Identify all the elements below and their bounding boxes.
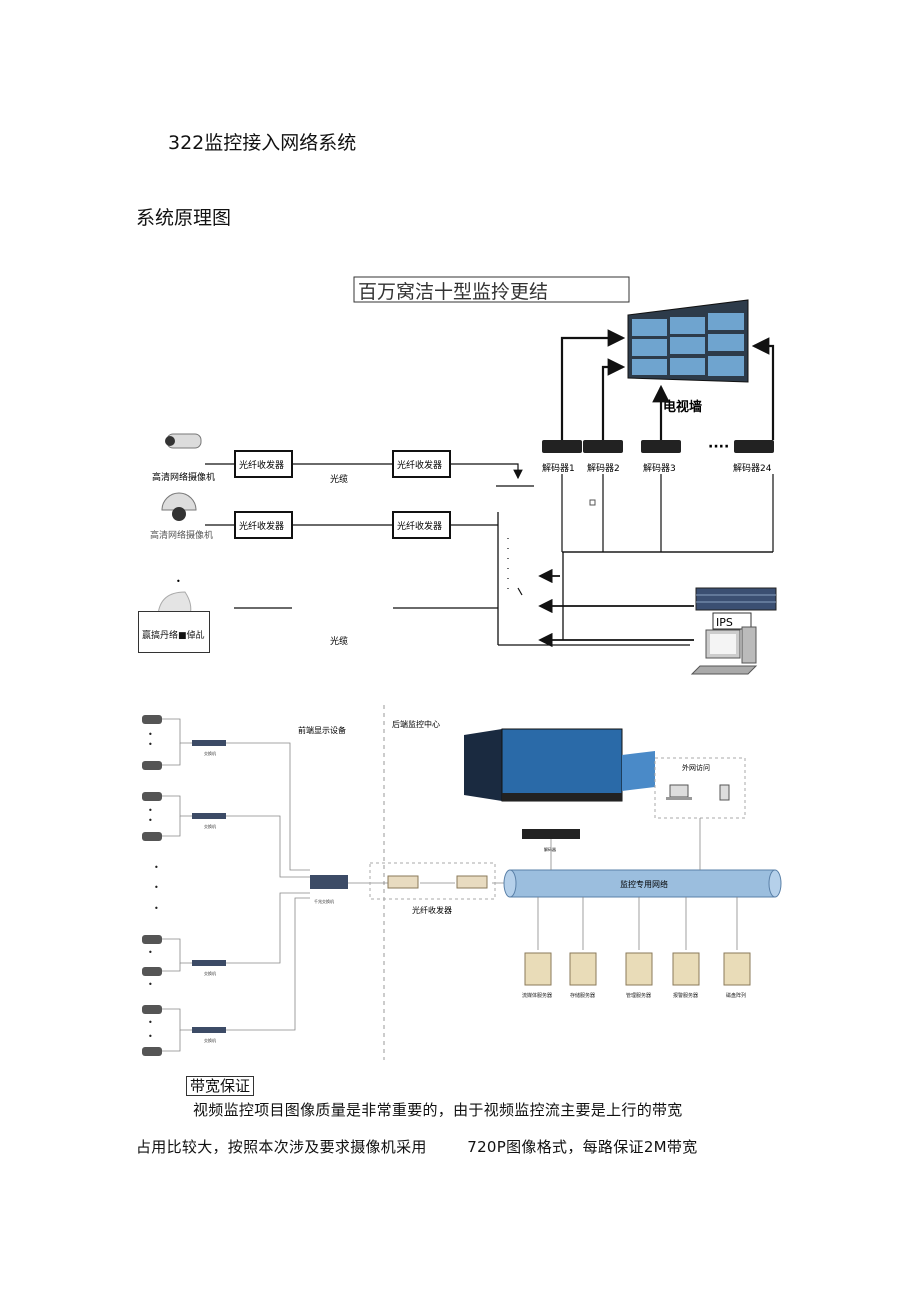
laptop-icon <box>666 784 692 800</box>
server-icon-3 <box>625 952 653 986</box>
camera-icon-2 <box>161 492 197 521</box>
decoder-2-label: 解码器2 <box>587 462 620 474</box>
back-end-label: 后端监控中心 <box>392 719 440 729</box>
svg-text:•: • <box>148 980 153 989</box>
ips-label: IPS <box>716 616 733 629</box>
transceiver-icon-2 <box>456 875 488 889</box>
svg-text:•: • <box>154 883 159 892</box>
camera-group-icons <box>142 715 162 1056</box>
svg-text:•: • <box>148 806 153 815</box>
front-end-label: 前端显示设备 <box>298 725 346 735</box>
paragraph-line-2: 占用比较大，按照本次涉及要求摄像机采用 720P图像格式，每路保证2M带宽 <box>136 1138 698 1156</box>
workstation-icon <box>690 626 758 675</box>
decoder-3-label: 解码器3 <box>643 462 676 474</box>
decoder-icons <box>542 440 774 453</box>
svg-text:交换机: 交换机 <box>204 970 216 976</box>
cable-label-2: 光缆 <box>330 635 348 647</box>
svg-text:•: • <box>148 816 153 825</box>
server-icon-2 <box>569 952 597 986</box>
core-switch-label: 千兆交换机 <box>314 898 334 904</box>
storage-server-icon <box>695 587 777 611</box>
diagram-title-box <box>353 276 630 303</box>
svg-text:•: • <box>154 863 159 872</box>
svg-text:交换机: 交换机 <box>204 823 216 829</box>
decoder-1-label: 解码器1 <box>542 462 575 474</box>
camera-1-label: 高清网络摄像机 <box>152 471 215 483</box>
subsection-title: 系统原理图 <box>136 207 232 229</box>
system-diagram-2: 前端显示设备 后端监控中心 •• •• ••• •• •• 交换机 交换机 交换… <box>130 705 790 1060</box>
svg-text:•: • <box>148 948 153 957</box>
core-switch-icon <box>310 875 348 889</box>
svg-text:•: • <box>148 1032 153 1041</box>
network-pipe <box>503 869 782 898</box>
transceiver-1b-label: 光纤收发器 <box>397 459 442 471</box>
tablet-icon <box>719 784 730 801</box>
decoder-label: 解码器 <box>544 846 556 852</box>
external-access-label: 外网访问 <box>682 763 710 772</box>
camera-3-label: 赢搞丹络■倬乩 <box>138 611 210 653</box>
section-title: 322监控接入网络系统 <box>168 132 357 154</box>
cable-label-1: 光缆 <box>330 473 348 485</box>
svg-text:报警服务器: 报警服务器 <box>673 992 698 999</box>
server-icon-1 <box>524 952 552 986</box>
diagram-title: 百万窝洁十型监拎更结 <box>358 281 548 303</box>
transceiver-label: 光纤收发器 <box>412 905 452 915</box>
svg-text:交换机: 交换机 <box>204 750 216 756</box>
svg-text:流媒体服务器: 流媒体服务器 <box>522 992 552 999</box>
camera-icon-1 <box>165 433 202 449</box>
server-icon-5 <box>723 952 751 986</box>
transceiver-2b-label: 光纤收发器 <box>397 520 442 532</box>
svg-text:•: • <box>176 577 181 586</box>
svg-text:磁盘阵列: 磁盘阵列 <box>726 992 746 999</box>
tv-wall-label: 电视墙 <box>663 399 702 415</box>
bandwidth-heading: 带宽保证 <box>186 1076 255 1096</box>
paragraph-line-1: 视频监控项目图像质量是非常重要的，由于视频监控流主要是上行的带宽 <box>193 1101 683 1119</box>
svg-text:交换机: 交换机 <box>204 1037 216 1043</box>
svg-text:•: • <box>154 904 159 913</box>
network-label: 监控专用网络 <box>620 879 668 889</box>
camera-icon-3 <box>157 591 192 616</box>
video-wall-icon <box>464 728 655 802</box>
tv-wall-icon <box>627 299 749 383</box>
svg-text:····: ···· <box>708 439 729 455</box>
svg-text:•: • <box>148 740 153 749</box>
transceiver-2a-label: 光纤收发器 <box>239 520 284 532</box>
camera-2-label: 高清网络摄像机 <box>150 529 213 541</box>
decoder-24-label: 解码器24 <box>733 462 772 474</box>
svg-text:•: • <box>148 1018 153 1027</box>
transceiver-1a-label: 光纤收发器 <box>239 459 284 471</box>
transceiver-icon-1 <box>387 875 419 889</box>
system-diagram-1: 百万窝洁十型监拎更结 电视墙 ···· 解码器1 解码器2 解码器3 解码器24 <box>150 276 777 675</box>
svg-text:存储服务器: 存储服务器 <box>570 992 595 999</box>
server-icon-4 <box>672 952 700 986</box>
svg-text:•: • <box>148 730 153 739</box>
decoder-icon <box>522 829 580 839</box>
svg-text:管理服务器: 管理服务器 <box>626 992 651 999</box>
